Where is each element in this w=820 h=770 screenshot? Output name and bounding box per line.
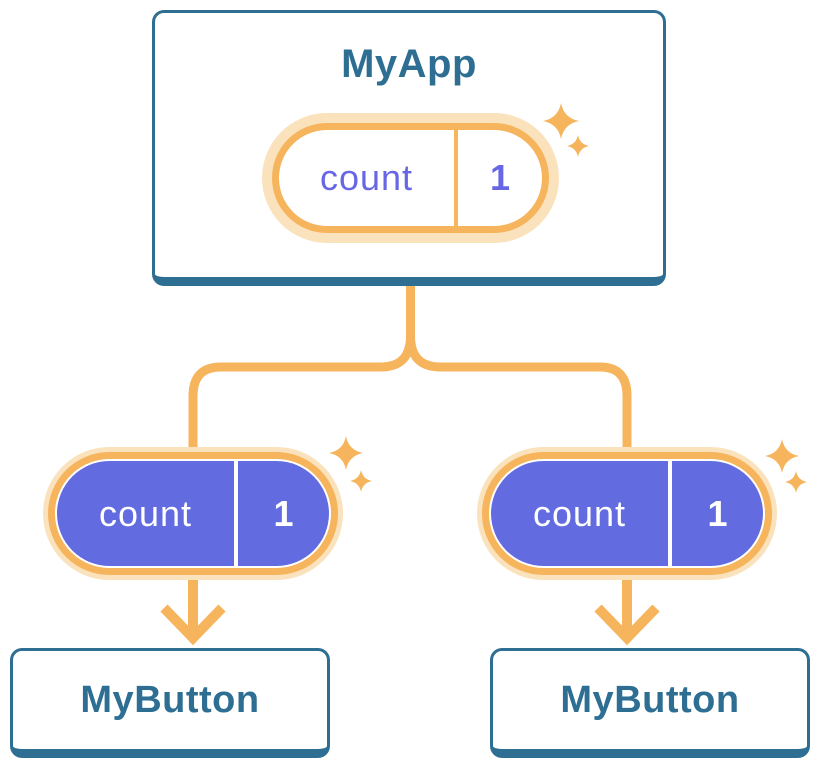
- down-arrow-right-icon: [594, 572, 660, 646]
- component-title: MyApp: [341, 42, 477, 86]
- prop-pill-right: count 1: [477, 447, 777, 580]
- branch-connector-right: [406, 282, 632, 452]
- prop-value: 1: [234, 461, 329, 566]
- component-title: MyButton: [560, 678, 740, 721]
- prop-pill-left: count 1: [43, 447, 343, 580]
- state-value: 1: [454, 130, 542, 226]
- prop-pill-left-body: count 1: [57, 461, 329, 566]
- mybutton-component-card-left: MyButton: [10, 648, 330, 758]
- prop-value: 1: [668, 461, 763, 566]
- prop-name: count: [98, 492, 193, 534]
- branch-connector-left: [188, 282, 415, 452]
- prop-pill-right-ring: count 1: [482, 452, 772, 575]
- down-arrow-left-icon: [160, 572, 226, 646]
- myapp-component-card: MyApp count 1: [152, 10, 666, 286]
- state-pill-body: count 1: [272, 123, 549, 233]
- prop-pill-right-body: count 1: [491, 461, 763, 566]
- prop-name: count: [532, 492, 627, 534]
- mybutton-component-card-right: MyButton: [490, 648, 810, 758]
- prop-pill-left-ring: count 1: [48, 452, 338, 575]
- state-pill: count 1: [262, 113, 559, 243]
- state-name: count: [319, 157, 414, 198]
- component-title: MyButton: [80, 678, 260, 721]
